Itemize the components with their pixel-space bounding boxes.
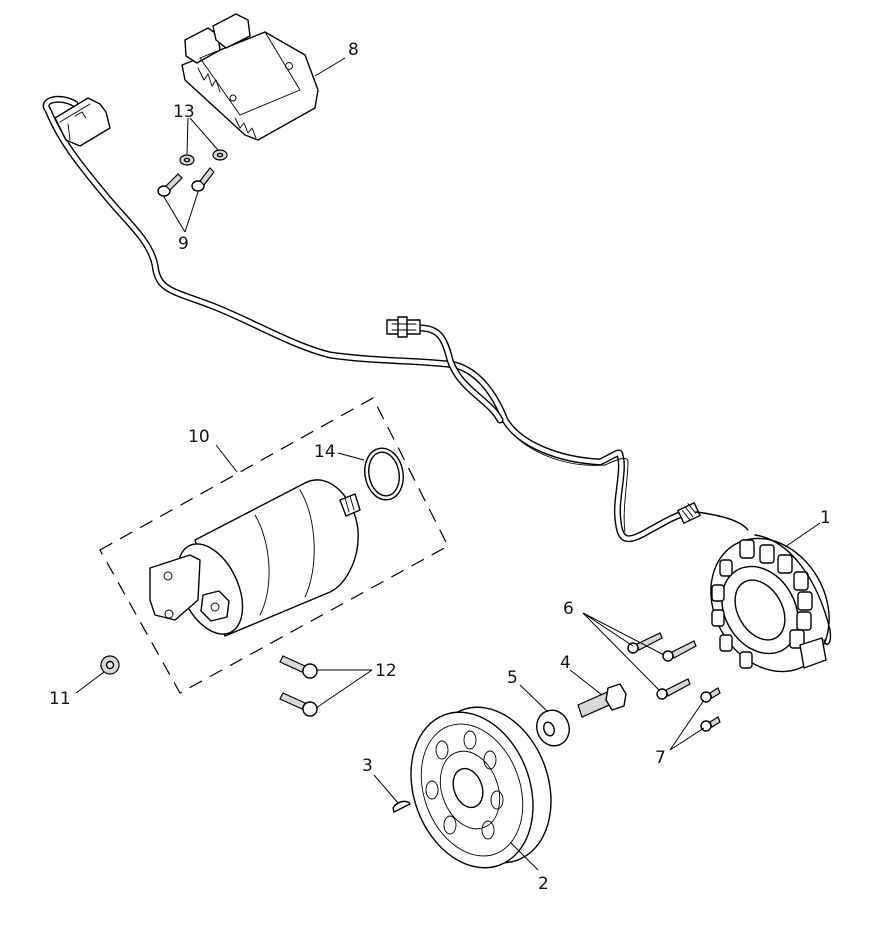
bolts-12: [279, 655, 318, 717]
rotor-bolt-4: [577, 683, 627, 718]
stator: [710, 534, 832, 673]
callout-5: 5: [507, 668, 518, 688]
o-ring-14: [364, 447, 404, 501]
regulator-rectifier: [181, 13, 319, 141]
callout-3: 3: [362, 756, 373, 776]
callout-14: 14: [314, 442, 336, 462]
leader-lines: [75, 57, 821, 871]
callout-1: 1: [820, 508, 831, 528]
callout-9: 9: [178, 234, 189, 254]
callout-2: 2: [538, 874, 549, 894]
callout-6: 6: [563, 599, 574, 619]
nut-11: [100, 655, 120, 675]
callout-8: 8: [348, 40, 359, 60]
screws-6: [627, 632, 697, 700]
callout-7: 7: [655, 748, 666, 768]
callout-12: 12: [375, 661, 397, 681]
wiring-harness: [42, 95, 749, 543]
callout-11: 11: [49, 689, 71, 709]
starter-assembly-boundary: [99, 397, 449, 694]
harness-small-connector: [386, 316, 421, 338]
callout-4: 4: [560, 653, 571, 673]
callout-13: 13: [173, 102, 195, 122]
callout-10: 10: [188, 427, 210, 447]
harness-sleeve: [677, 502, 701, 524]
starter-motor: [149, 479, 361, 637]
harness-main-connector: [54, 97, 111, 147]
rotor: [410, 706, 552, 869]
washer-5: [536, 709, 570, 747]
washers-13: [179, 149, 228, 166]
screws-7: [700, 687, 721, 732]
woodruff-key-3: [392, 800, 411, 813]
screws-9: [157, 167, 215, 197]
